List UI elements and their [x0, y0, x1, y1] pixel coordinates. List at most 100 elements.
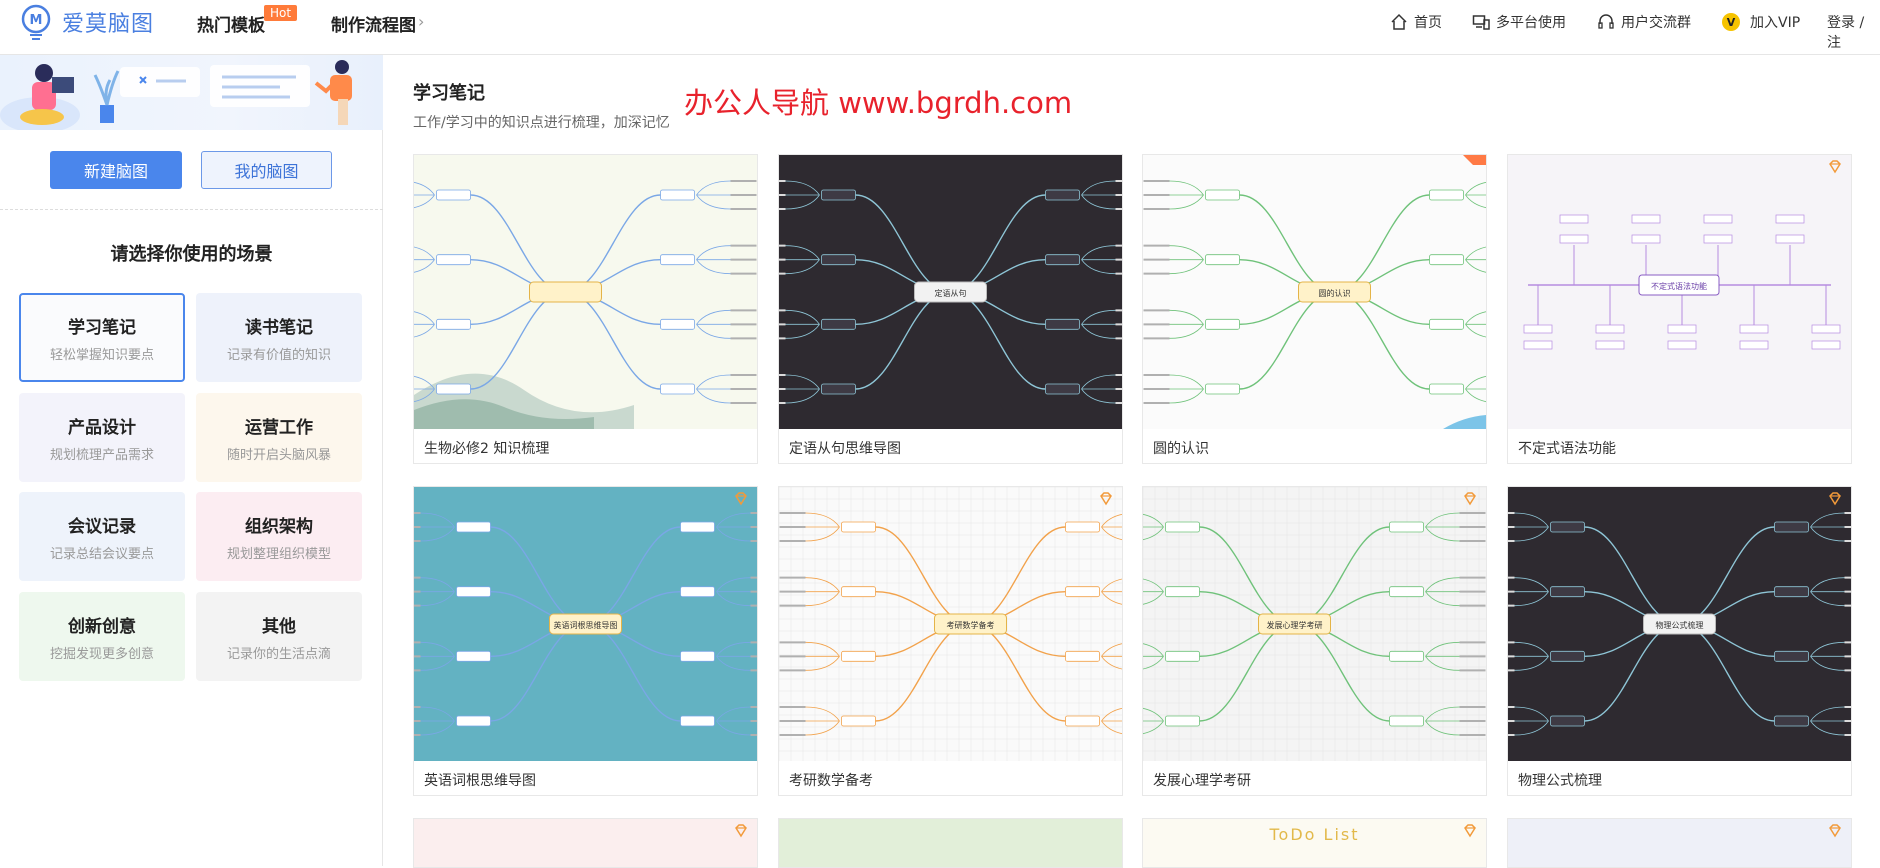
- new-mindmap-button[interactable]: 新建脑图: [50, 151, 182, 189]
- template-thumbnail: 物理公式梳理: [1508, 487, 1851, 761]
- template-card[interactable]: 定语从句定语从句思维导图: [778, 154, 1123, 464]
- scene-tile[interactable]: 创新创意挖掘发现更多创意: [19, 592, 185, 681]
- mindmap-center-node: 考研数学备考: [947, 620, 995, 630]
- sidebar-banner-illustration: [0, 55, 383, 130]
- nav-join-vip[interactable]: V 加入VIP: [1722, 12, 1800, 32]
- template-card[interactable]: 生物必修2 知识梳理: [413, 154, 758, 464]
- sidebar: 新建脑图 我的脑图 请选择你使用的场景 学习笔记轻松掌握知识要点读书笔记记录有价…: [0, 55, 383, 866]
- scene-title: 组织架构: [245, 516, 313, 537]
- scene-tile[interactable]: 会议记录记录总结会议要点: [19, 492, 185, 581]
- nav-join-vip-label: 加入VIP: [1750, 15, 1801, 31]
- template-card[interactable]: 发展心理学考研发展心理学考研: [1142, 486, 1487, 796]
- vip-diamond-icon: [1829, 824, 1841, 838]
- nav-user-group[interactable]: 用户交流群: [1597, 12, 1691, 32]
- scene-subtitle: 记录你的生活点滴: [226, 646, 331, 662]
- vip-diamond-icon: [1100, 492, 1112, 506]
- my-mindmap-button[interactable]: 我的脑图: [201, 151, 332, 189]
- nav-login[interactable]: 登录 / 注: [1827, 12, 1880, 52]
- mindmap-center-node: 圆的认识: [1319, 288, 1351, 298]
- nav-login-label: 登录 / 注: [1827, 15, 1865, 51]
- page-title: 学习笔记: [413, 83, 485, 104]
- nav-make-flowchart[interactable]: 制作流程图: [331, 16, 416, 36]
- scene-subtitle: 规划梳理产品需求: [49, 447, 154, 463]
- template-thumbnail: [414, 155, 757, 429]
- app-name: 爱莫脑图: [62, 12, 155, 37]
- scene-subtitle: 记录有价值的知识: [226, 347, 331, 363]
- template-thumbnail: 发展心理学考研: [1143, 487, 1486, 761]
- template-card-title: 定语从句思维导图: [789, 441, 901, 457]
- template-thumbnail: 定语从句: [779, 155, 1122, 429]
- template-card[interactable]: [413, 818, 758, 868]
- template-card[interactable]: 不定式语法功能不定式语法功能: [1507, 154, 1852, 464]
- nav-home[interactable]: 首页: [1390, 12, 1442, 32]
- template-card[interactable]: 圆的认识圆的认识: [1142, 154, 1487, 464]
- vip-diamond-icon: [1464, 492, 1476, 506]
- scene-subtitle: 随时开启头脑风暴: [226, 447, 331, 463]
- vip-diamond-icon: [1829, 160, 1841, 174]
- template-card[interactable]: 物理公式梳理物理公式梳理: [1507, 486, 1852, 796]
- template-card[interactable]: ToDo List: [1142, 818, 1487, 868]
- mindmap-center-node: 定语从句: [935, 288, 967, 298]
- vip-icon: V: [1722, 13, 1740, 31]
- scene-tile[interactable]: 读书笔记记录有价值的知识: [196, 293, 362, 382]
- scene-title: 会议记录: [68, 516, 136, 537]
- nav-hot-templates[interactable]: 热门模板: [197, 16, 265, 36]
- template-card-title: 生物必修2 知识梳理: [424, 441, 550, 457]
- template-thumbnail: 圆的认识: [1143, 155, 1486, 429]
- vip-diamond-icon: [735, 824, 747, 838]
- nav-home-label: 首页: [1414, 15, 1442, 31]
- scene-tile[interactable]: 运营工作随时开启头脑风暴: [196, 393, 362, 482]
- scene-title: 创新创意: [68, 616, 136, 637]
- svg-text:M: M: [30, 13, 43, 28]
- template-card-title: 物理公式梳理: [1518, 773, 1602, 789]
- app-logo[interactable]: M 爱莫脑图: [20, 4, 154, 40]
- vip-diamond-icon: [1464, 824, 1476, 838]
- scene-title: 其他: [262, 616, 296, 637]
- scene-title: 读书笔记: [245, 317, 313, 338]
- template-card[interactable]: [778, 818, 1123, 868]
- page-subtitle: 工作/学习中的知识点进行梳理，加深记忆: [413, 115, 670, 131]
- template-card[interactable]: [1507, 818, 1852, 868]
- devices-icon: [1472, 15, 1490, 30]
- template-thumbnail: 英语词根思维导图: [414, 487, 757, 761]
- scene-tile[interactable]: 产品设计规划梳理产品需求: [19, 393, 185, 482]
- template-thumbnail: 不定式语法功能: [1508, 155, 1851, 429]
- nav-multi-platform-label: 多平台使用: [1496, 15, 1566, 31]
- watermark-text: 办公人导航 www.bgrdh.com: [684, 86, 1073, 120]
- scene-subtitle: 挖掘发现更多创意: [49, 646, 154, 662]
- mindmap-center-node: 不定式语法功能: [1651, 281, 1707, 291]
- scene-tile[interactable]: 其他记录你的生活点滴: [196, 592, 362, 681]
- nav-user-group-label: 用户交流群: [1621, 15, 1691, 31]
- scene-subtitle: 记录总结会议要点: [49, 546, 154, 562]
- template-card[interactable]: 考研数学备考考研数学备考: [778, 486, 1123, 796]
- top-navbar: M 爱莫脑图 热门模板 Hot 制作流程图 › 首页 多平台使用 用户交流群 V…: [0, 0, 1880, 55]
- mindmap-center-node: 英语词根思维导图: [554, 620, 618, 630]
- chevron-right-icon: ›: [418, 12, 425, 31]
- scene-tile[interactable]: 组织架构规划整理组织模型: [196, 492, 362, 581]
- todo-list-title: ToDo List: [1269, 825, 1360, 844]
- hot-badge: Hot: [264, 5, 298, 21]
- scene-section-title: 请选择你使用的场景: [110, 244, 273, 265]
- template-card-title: 英语词根思维导图: [424, 773, 536, 789]
- template-card-title: 考研数学备考: [789, 773, 873, 789]
- nav-multi-platform[interactable]: 多平台使用: [1472, 12, 1566, 32]
- logo-bulb-icon: M: [20, 4, 52, 40]
- headset-icon: [1598, 14, 1614, 29]
- sidebar-divider: [0, 209, 383, 210]
- vip-diamond-icon: [735, 492, 747, 506]
- template-thumbnail: 考研数学备考: [779, 487, 1122, 761]
- scene-subtitle: 规划整理组织模型: [226, 546, 331, 562]
- scene-subtitle: 轻松掌握知识要点: [49, 347, 154, 363]
- template-card-title: 发展心理学考研: [1153, 773, 1251, 789]
- mindmap-center-node: 发展心理学考研: [1267, 620, 1323, 630]
- scene-title: 产品设计: [68, 417, 136, 438]
- template-card[interactable]: 英语词根思维导图英语词根思维导图: [413, 486, 758, 796]
- home-icon: [1391, 13, 1407, 30]
- scene-title: 学习笔记: [68, 317, 136, 338]
- template-card-title: 圆的认识: [1153, 441, 1209, 457]
- template-card-title: 不定式语法功能: [1518, 441, 1616, 457]
- mindmap-center-node: 物理公式梳理: [1656, 620, 1704, 630]
- scene-tile[interactable]: 学习笔记轻松掌握知识要点: [19, 293, 185, 382]
- vip-diamond-icon: [1829, 492, 1841, 506]
- scene-title: 运营工作: [245, 417, 313, 438]
